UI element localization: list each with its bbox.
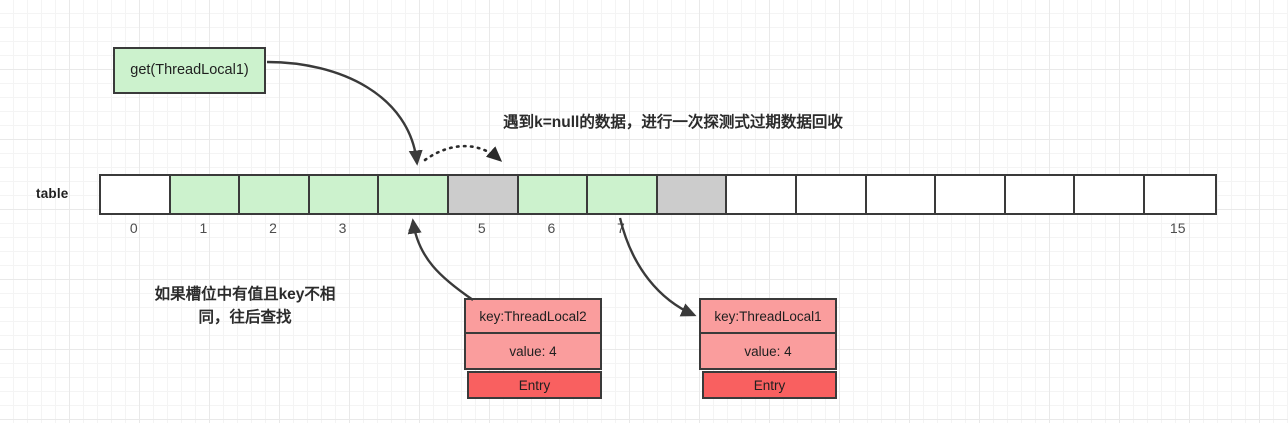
- table-slot-10[interactable]: [796, 176, 867, 213]
- table-slot-0[interactable]: [101, 176, 171, 213]
- index-label-7: 7: [617, 220, 625, 236]
- index-label-4: 4: [408, 220, 417, 236]
- table-index-labels: 0 1 2 3 4 5 6 7 15: [99, 220, 1213, 240]
- arrow-get-call-to-slot-4: [266, 60, 423, 166]
- get-threadlocal-call-box[interactable]: get(ThreadLocal1): [113, 47, 266, 94]
- table-slot-13[interactable]: [1005, 176, 1076, 213]
- index-label-0: 0: [129, 220, 138, 236]
- table-slot-6[interactable]: [518, 176, 589, 213]
- get-call-label: get(ThreadLocal1): [130, 61, 249, 78]
- table-slot-14[interactable]: [1075, 176, 1145, 213]
- entry2-value-label: value: 4: [509, 343, 557, 359]
- table-slot-11[interactable]: [866, 176, 937, 213]
- index-label-11: [865, 220, 935, 240]
- table-slot-12[interactable]: [936, 176, 1006, 213]
- annotation-top-text: 遇到k=null的数据，进行一次探测式过期数据回收: [503, 114, 843, 131]
- entry-box-threadlocal2[interactable]: key:ThreadLocal2 value: 4: [464, 298, 602, 370]
- table-slot-array: [99, 174, 1217, 215]
- index-label-12: [934, 220, 1004, 240]
- index-label-9: [725, 220, 795, 240]
- table-slot-8[interactable]: [657, 176, 728, 213]
- entry1-key-label: key:ThreadLocal1: [714, 308, 822, 324]
- arrow-probe-slot4-to-slot5: [423, 144, 503, 162]
- entry2-tag-label: Entry: [518, 377, 551, 393]
- index-label-10: [795, 220, 865, 240]
- index-label-1: 1: [199, 220, 208, 236]
- index-label-13: [1004, 220, 1074, 240]
- entry1-value-label: value: 4: [744, 343, 792, 359]
- index-label-3: 3: [338, 220, 347, 236]
- table-slot-3[interactable]: [309, 176, 380, 213]
- table-slot-5[interactable]: [448, 176, 519, 213]
- entry2-key-label: key:ThreadLocal2: [479, 308, 587, 324]
- annotation-linear-probe: 如果槽位中有值且key不相 同，往后查找: [100, 283, 390, 330]
- table-slot-9[interactable]: [727, 176, 797, 213]
- table-slot-2[interactable]: [240, 176, 310, 213]
- index-label-8: [656, 220, 726, 240]
- table-slot-7[interactable]: [588, 176, 658, 213]
- entry1-value-row: value: 4: [699, 334, 837, 370]
- table-slot-1[interactable]: [170, 176, 241, 213]
- entry2-value-row: value: 4: [464, 334, 602, 370]
- entry1-key-row: key:ThreadLocal1: [699, 298, 837, 334]
- table-slot-4[interactable]: [379, 176, 449, 213]
- annotation-stale-entry-cleanup: 遇到k=null的数据，进行一次探测式过期数据回收: [463, 111, 883, 134]
- annotation-left-line-1: 如果槽位中有值且key不相: [154, 286, 336, 303]
- index-label-15: 15: [1169, 220, 1186, 236]
- table-label: table: [36, 186, 69, 201]
- entry1-tag-label: Entry: [753, 377, 786, 393]
- index-label-5: 5: [477, 220, 486, 236]
- index-label-14: [1073, 220, 1143, 240]
- entry-box-threadlocal1[interactable]: key:ThreadLocal1 value: 4: [699, 298, 837, 370]
- entry1-type-tag: Entry: [702, 371, 837, 399]
- index-label-6: 6: [547, 220, 556, 236]
- entry2-key-row: key:ThreadLocal2: [464, 298, 602, 334]
- table-slot-15[interactable]: [1144, 176, 1215, 213]
- annotation-left-line-2: 同，往后查找: [198, 309, 292, 327]
- index-label-2: 2: [269, 220, 277, 236]
- entry2-type-tag: Entry: [467, 371, 602, 399]
